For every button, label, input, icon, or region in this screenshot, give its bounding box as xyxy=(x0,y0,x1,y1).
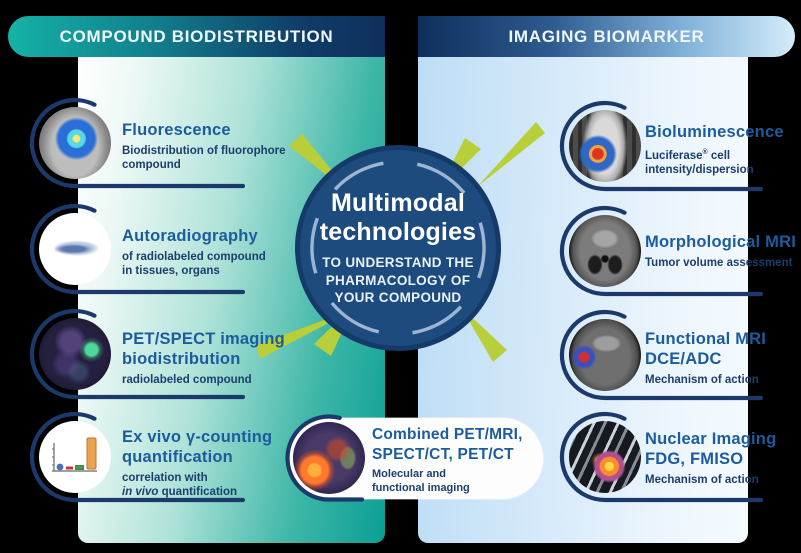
item-functional-mri: Functional MRI DCE/ADC Mechanism of acti… xyxy=(645,329,801,387)
item-subtitle: Tumor volume assessment xyxy=(645,257,793,269)
item-title: Combined PET/MRI, SPECT/CT, PET/CT xyxy=(372,426,523,463)
item-subtitle: Mechanism of action xyxy=(645,374,759,386)
bioluminescence-mouse-scan-image xyxy=(569,110,641,182)
right-panel-header-label: IMAGING BIOMARKER xyxy=(508,26,705,46)
item-bioluminescence: Bioluminescence Luciferase® cell intensi… xyxy=(645,122,801,177)
tissue-autoradiograph-image xyxy=(39,213,111,285)
right-panel-header: IMAGING BIOMARKER xyxy=(418,16,795,57)
pet-mri-brain-scan-image xyxy=(293,422,365,494)
morphological-mri-scan-image xyxy=(569,215,641,287)
item-title: Fluorescence xyxy=(122,121,231,139)
functional-mri-scan-image xyxy=(569,319,641,391)
item-combined-pet-mri: Combined PET/MRI, SPECT/CT, PET/CT Molec… xyxy=(372,425,622,495)
bar-chart-icon xyxy=(52,437,97,472)
center-multimodal-circle: Multimodal technologies TO UNDERSTAND TH… xyxy=(295,145,501,351)
left-panel-header-label: COMPOUND BIODISTRIBUTION xyxy=(59,26,334,46)
center-title: Multimodal technologies xyxy=(319,189,477,247)
item-nuclear-imaging: Nuclear Imaging FDG, FMISO Mechanism of … xyxy=(645,429,801,487)
center-subtitle: TO UNDERSTAND THE PHARMACOLOGY OF YOUR C… xyxy=(322,255,474,306)
item-title: Functional MRI DCE/ADC xyxy=(645,330,767,368)
item-title: Morphological MRI xyxy=(645,233,796,251)
item-subtitle: radiolabeled compound xyxy=(122,374,252,386)
item-morphological-mri: Morphological MRI Tumor volume assessmen… xyxy=(645,232,801,270)
item-title: Bioluminescence xyxy=(645,123,784,141)
dashed-ring-decoration xyxy=(310,160,486,336)
item-subtitle: Molecular and functional imaging xyxy=(372,468,470,494)
pet-spect-brain-scan-image xyxy=(39,318,111,390)
item-subtitle: Mechanism of action xyxy=(645,474,759,486)
item-subtitle: Luciferase® cell intensity/dispersion xyxy=(645,149,754,176)
fluorescence-mouse-scan-image xyxy=(39,107,111,179)
item-title: Nuclear Imaging FDG, FMISO xyxy=(645,430,777,468)
left-panel-header: COMPOUND BIODISTRIBUTION xyxy=(8,16,385,57)
gamma-counting-bar-chart-image xyxy=(39,421,111,493)
